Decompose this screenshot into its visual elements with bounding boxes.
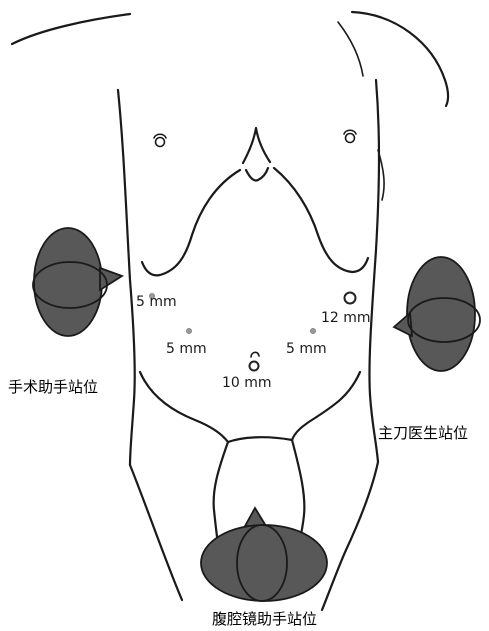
camera-assistant-figure-icon bbox=[201, 508, 327, 601]
sternum-notch bbox=[243, 128, 270, 163]
port-left-mid-label: 5 mm bbox=[166, 341, 207, 357]
port-left-upper-label: 5 mm bbox=[136, 294, 177, 310]
left-leg-outer bbox=[130, 465, 182, 600]
port-umbilical-label: 10 mm bbox=[222, 375, 272, 391]
pubic-line bbox=[228, 437, 292, 442]
surgeon-figure-icon bbox=[394, 257, 480, 371]
left-inguinal-line bbox=[140, 372, 228, 442]
left-shoulder-line bbox=[12, 14, 130, 44]
assistant-figure-icon bbox=[33, 228, 122, 336]
assistant-position-label: 手术助手站位 bbox=[8, 378, 98, 396]
port-right-mid-label: 5 mm bbox=[286, 341, 327, 357]
right-costal-margin bbox=[274, 168, 368, 272]
left-nipple-icon bbox=[154, 134, 166, 146]
port-umbilical-marker bbox=[250, 362, 259, 371]
left-costal-margin bbox=[142, 170, 240, 275]
right-nipple-icon bbox=[344, 130, 356, 142]
right-neck-line bbox=[338, 22, 363, 76]
trocar-ports: 5 mm 12 mm 5 mm 5 mm 10 mm bbox=[136, 293, 371, 392]
surgeon-position-label: 主刀医生站位 bbox=[378, 424, 468, 442]
right-inguinal-line bbox=[292, 372, 360, 440]
right-leg-outer bbox=[322, 462, 378, 610]
camera-assistant-position-label: 腹腔镜助手站位 bbox=[212, 610, 317, 628]
right-shoulder-line bbox=[352, 12, 448, 106]
port-right-mid-marker bbox=[310, 328, 315, 333]
umbilicus bbox=[251, 352, 259, 357]
port-right-upper-label: 12 mm bbox=[321, 310, 371, 326]
right-torso-side bbox=[369, 80, 379, 462]
xiphoid-tip bbox=[246, 168, 268, 181]
port-right-upper-marker bbox=[345, 293, 356, 304]
port-left-mid-marker bbox=[186, 328, 191, 333]
